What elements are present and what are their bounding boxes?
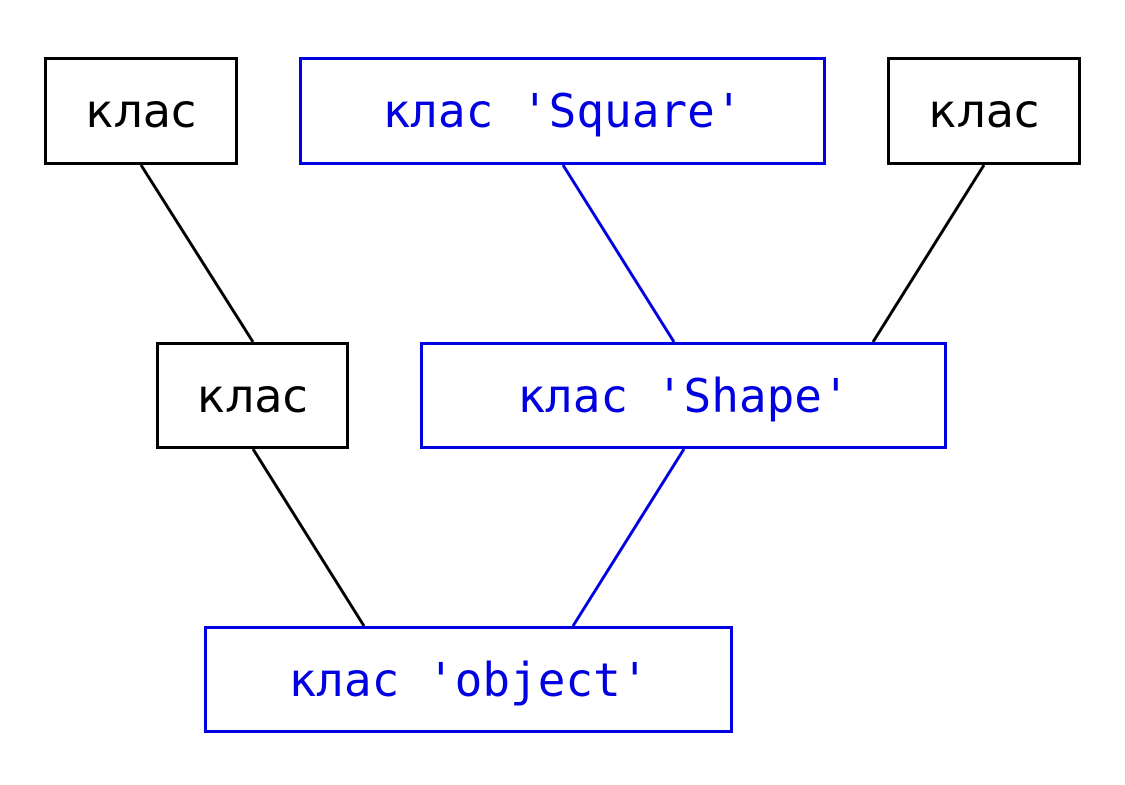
class-box-object: клас 'object' <box>204 626 733 733</box>
edge-mid-left-to-object <box>251 448 366 627</box>
class-box-top-right: клас <box>887 57 1081 165</box>
class-box-top-left: клас <box>44 57 238 165</box>
edge-top-left-to-mid-left <box>139 164 255 343</box>
edge-square-to-shape <box>561 164 676 343</box>
edge-shape-to-object <box>571 448 686 627</box>
class-box-shape: клас 'Shape' <box>420 342 947 449</box>
class-box-mid-left: клас <box>156 342 349 449</box>
edge-top-right-to-shape <box>871 164 986 343</box>
class-box-square: клас 'Square' <box>299 57 826 165</box>
